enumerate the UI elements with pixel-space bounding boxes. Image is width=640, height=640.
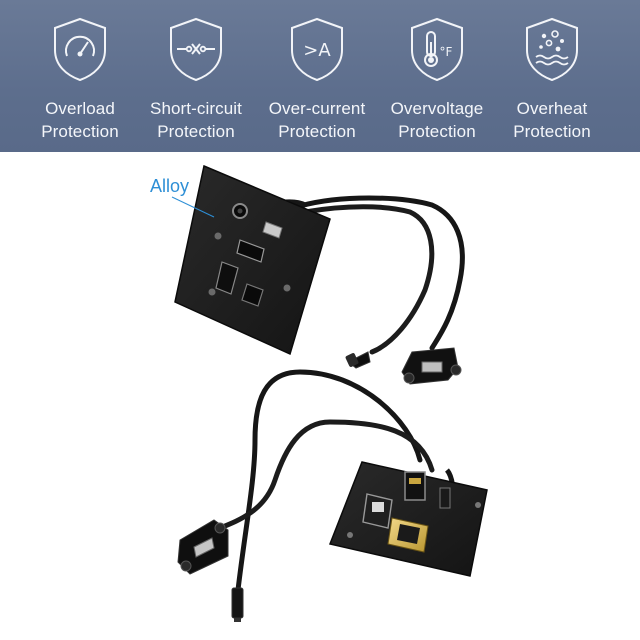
feature-line1: Overload [45, 99, 115, 118]
alloy-callout: Alloy [150, 176, 190, 196]
cable [297, 195, 465, 351]
ampere-glyph: >A [303, 40, 331, 61]
feature-line2: Protection [278, 122, 356, 141]
heat-shield-icon [526, 17, 578, 82]
feature-line1: Overvoltage [390, 99, 484, 118]
feature-line1: Overheat [516, 99, 588, 118]
ampere-shield-icon: >A [291, 17, 343, 82]
circuit-break-shield-icon [170, 17, 222, 82]
feature-line2: Protection [513, 122, 591, 141]
product-photo [171, 164, 488, 622]
feature-line2: Protection [157, 122, 235, 141]
thermometer-shield-icon: °F [411, 17, 463, 82]
gauge-shield-icon [54, 17, 106, 82]
feature-line2: Protection [398, 122, 476, 141]
cable [217, 419, 435, 531]
wall-plate-back [177, 369, 488, 622]
callout-line [171, 196, 215, 218]
cable [302, 204, 435, 355]
feature-line1: Short-circuit [150, 99, 242, 118]
cable [235, 369, 423, 593]
feature-line1: Over-current [268, 99, 366, 118]
fahrenheit-glyph: °F [440, 45, 453, 59]
feature-line2: Protection [41, 122, 119, 141]
wall-plate-front [174, 164, 465, 385]
